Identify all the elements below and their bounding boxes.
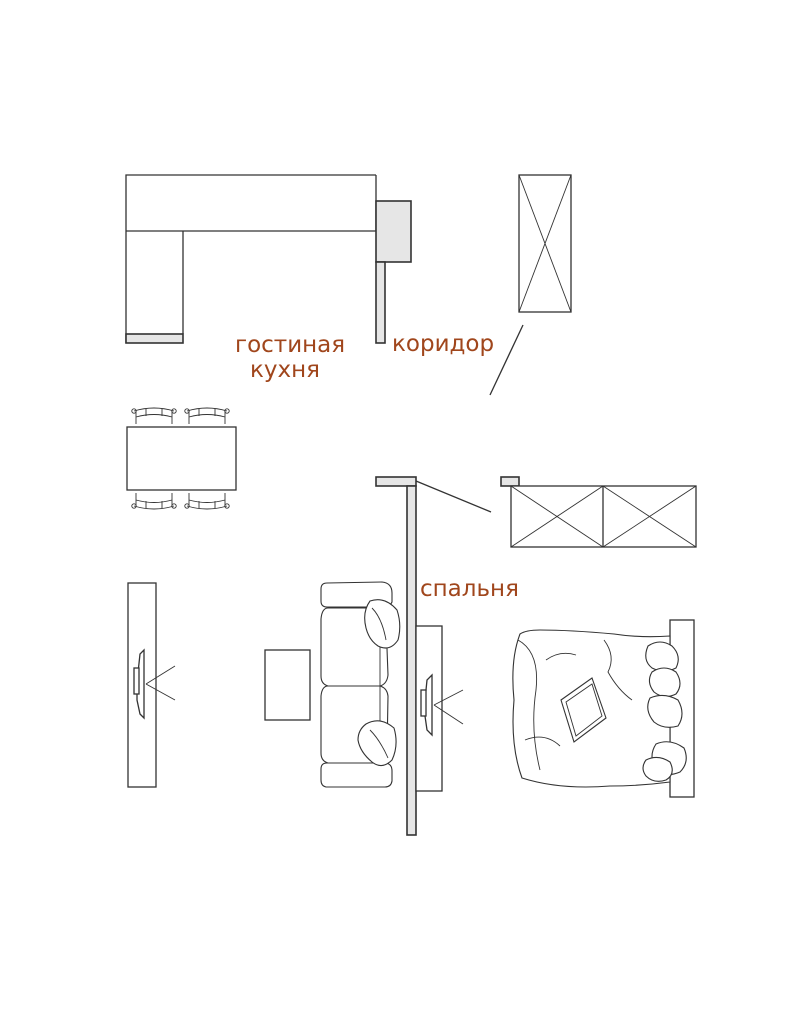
dining-chair: [184, 407, 230, 424]
dining-chair: [131, 493, 177, 510]
tv-stand-bedroom: [415, 625, 464, 792]
dining-table: [126, 426, 237, 491]
label-corridor: коридор: [392, 331, 495, 357]
bed: [512, 619, 695, 798]
coffee-table: [264, 649, 311, 721]
tv-stand-living: [127, 582, 176, 788]
dining-chair: [131, 407, 177, 424]
bedroom-door-swing: [415, 480, 492, 513]
label-living-room: гостиная: [235, 332, 346, 358]
door-line-corridor: [489, 324, 524, 396]
bedroom-wardrobe: [510, 485, 697, 548]
dining-chairs: [131, 407, 230, 510]
label-bedroom: спальня: [420, 576, 519, 602]
corridor-wardrobe: [518, 174, 572, 313]
wall-bedroom-partition: [375, 476, 520, 836]
wall-segment-kitchen: [375, 261, 386, 344]
kitchen-counter: [125, 174, 377, 344]
fridge: [375, 200, 412, 263]
dining-chair: [184, 493, 230, 510]
label-kitchen: кухня: [250, 357, 320, 383]
sofa: [320, 581, 401, 788]
